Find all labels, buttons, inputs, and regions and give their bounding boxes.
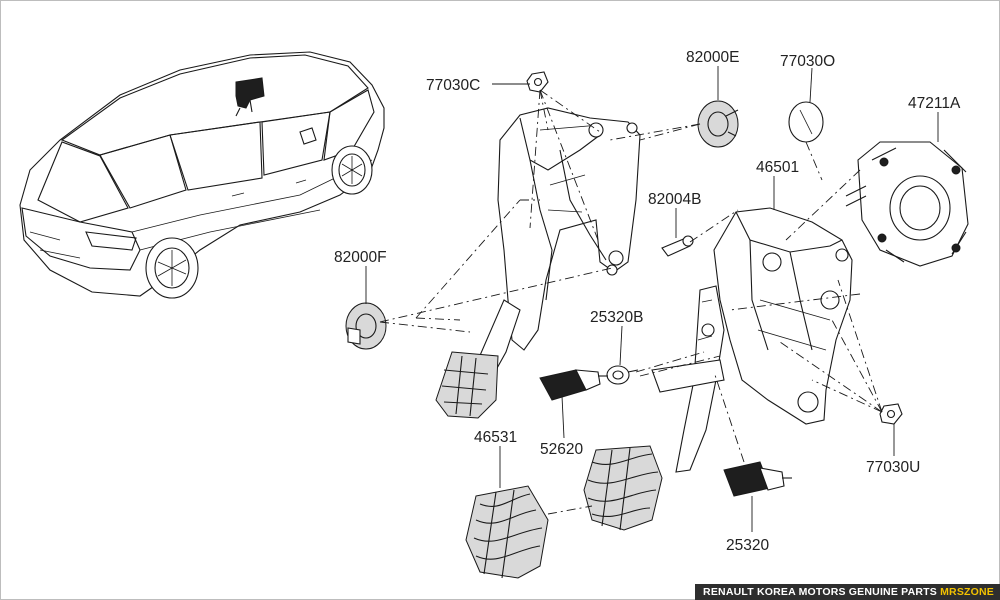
part-label: 46501 <box>756 159 799 176</box>
nut-25320B <box>606 365 639 385</box>
pedal-location-highlight <box>235 77 265 117</box>
pin-82004B <box>661 235 694 257</box>
part-label: 25320B <box>590 309 643 326</box>
brake-pedal-assembly-46501 <box>651 207 853 473</box>
part-label: 47211A <box>908 95 961 112</box>
vehicle-illustration <box>19 51 385 299</box>
brake-pedal-pad <box>583 445 663 531</box>
part-label: 82004B <box>648 191 701 208</box>
switch-52620 <box>539 369 608 401</box>
label-leader-lines <box>365 66 939 532</box>
part-label: 25320 <box>726 537 769 554</box>
booster-plate-47211A <box>845 141 969 267</box>
grommet-82000F <box>345 302 387 350</box>
pedal-pad-46531 <box>465 485 549 579</box>
part-label: 77030U <box>866 459 920 476</box>
footer-text: RENAULT KOREA MOTORS GENUINE PARTS <box>703 586 941 598</box>
part-labels: 77030C 82000E 77030O 47211A 46501 82004B… <box>334 49 961 554</box>
grommet-82000E <box>697 100 739 148</box>
footer-brand: MRSZONE <box>940 586 994 598</box>
part-label: 82000F <box>334 249 387 266</box>
part-label: 77030C <box>426 77 480 94</box>
seal-77030O <box>788 101 824 143</box>
assembly-guide-lines <box>379 89 883 515</box>
footer-banner: RENAULT KOREA MOTORS GENUINE PARTS MRSZO… <box>695 584 1000 600</box>
part-label: 77030O <box>780 53 835 70</box>
switch-25320 <box>723 461 792 497</box>
part-label: 82000E <box>686 49 739 66</box>
part-label: 52620 <box>540 441 583 458</box>
nut-77030U <box>879 403 903 425</box>
nut-77030C <box>526 71 549 93</box>
part-label: 46531 <box>474 429 517 446</box>
